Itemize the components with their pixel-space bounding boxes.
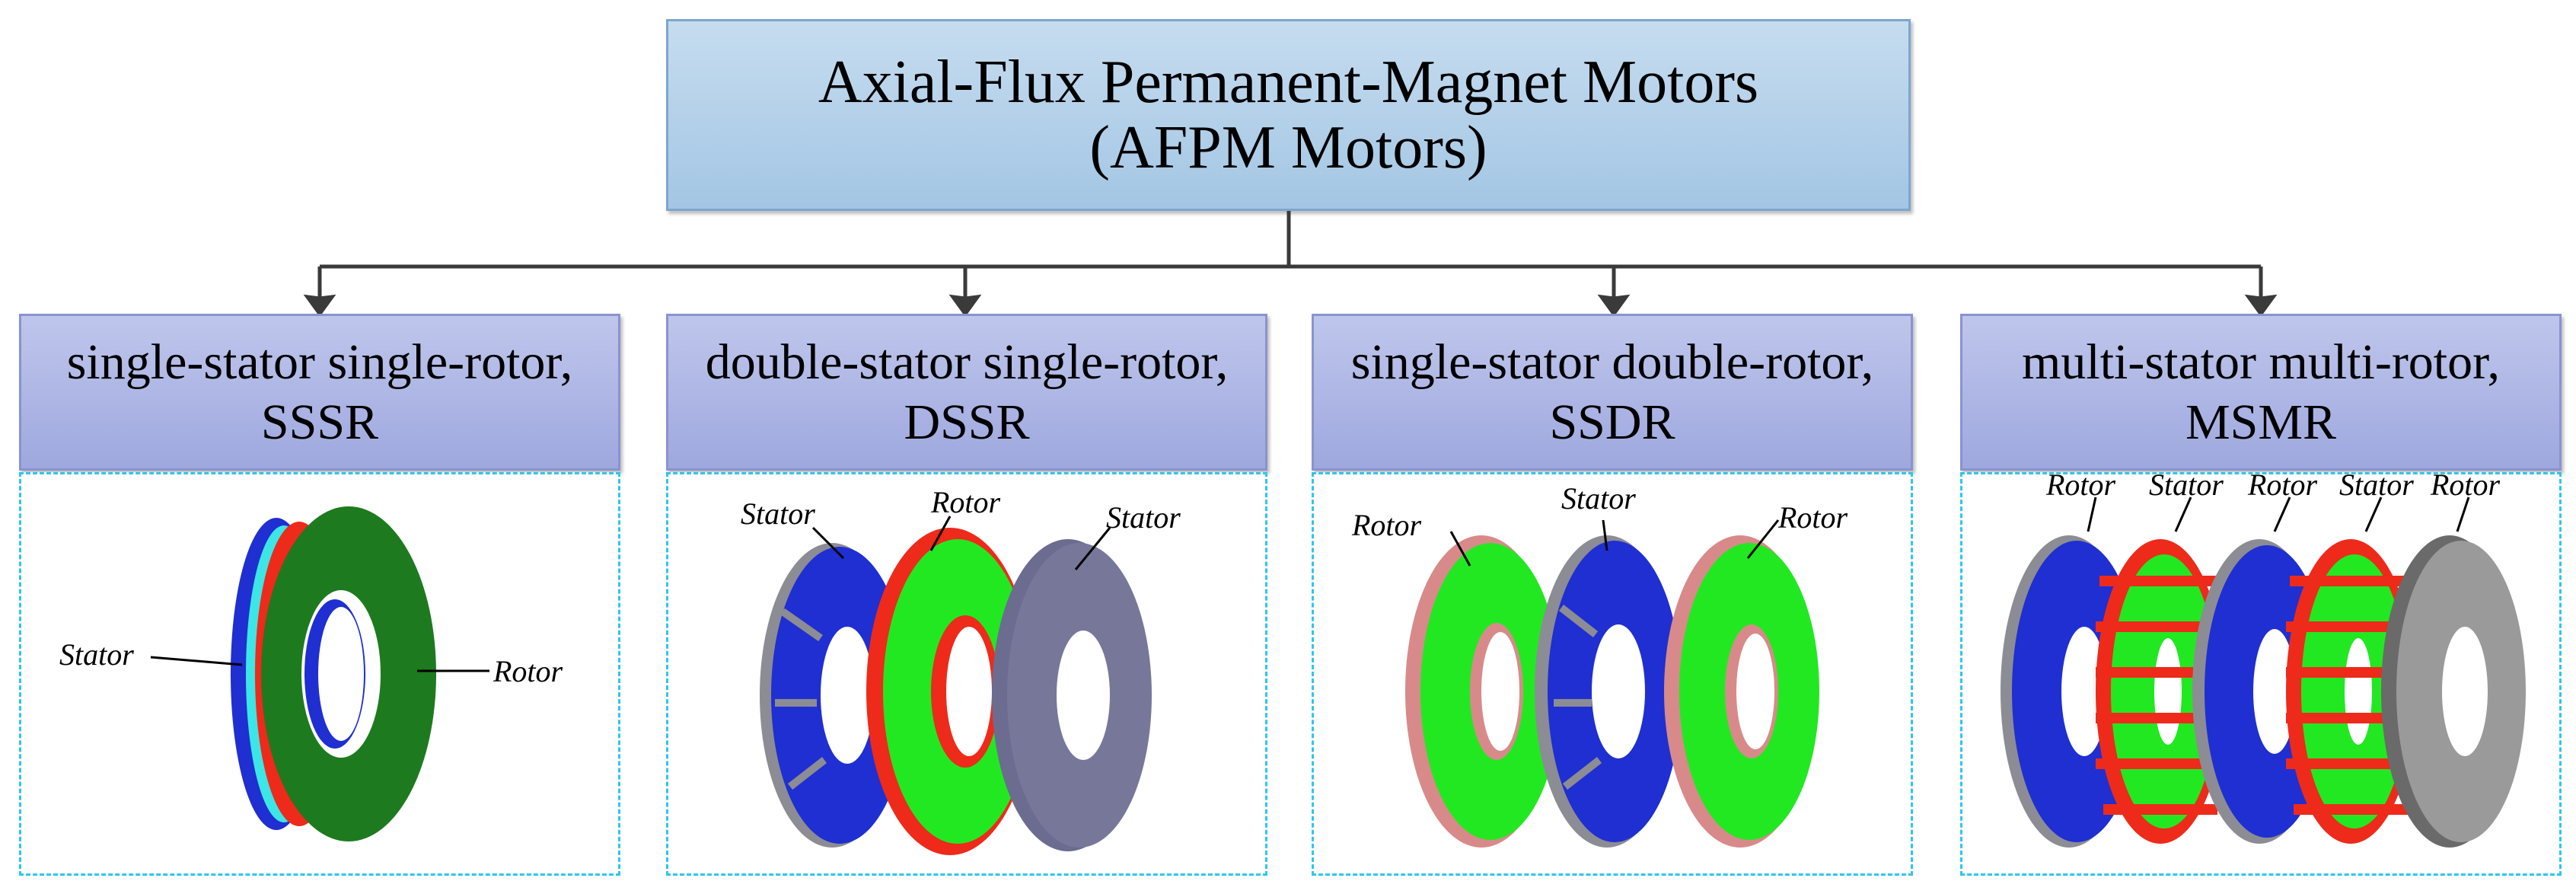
label-rotor-2: Rotor (2247, 474, 2318, 502)
panel-msmr: Rotor Stator Rotor Stator Rotor (1960, 472, 2562, 876)
category-ssdr: single-stator double-rotor, SSDR (1312, 314, 1913, 471)
root-title: Axial-Flux Permanent-Magnet Motors (818, 48, 1759, 116)
ssdr-illustration: Rotor Stator Rotor (1351, 481, 1848, 848)
panel-sssr: Stator Rotor (19, 472, 620, 876)
category-title: single-stator double-rotor, (1350, 334, 1874, 390)
category-title: double-stator single-rotor, (705, 334, 1229, 390)
category-sssr: single-stator single-rotor, SSSR (19, 314, 620, 471)
label-rotor-1: Rotor (2045, 474, 2116, 502)
label-stator-right: Stator (1106, 500, 1181, 535)
label-rotor-right: Rotor (1777, 500, 1848, 535)
msmr-illustration: Rotor Stator Rotor Stator Rotor (2001, 474, 2526, 848)
label-stator-left: Stator (741, 496, 815, 531)
label-stator: Stator (59, 637, 134, 672)
panel-dssr: Stator Rotor Stator (666, 472, 1267, 876)
dssr-illustration: Stator Rotor Stator (741, 485, 1181, 855)
root-node: Axial-Flux Permanent-Magnet Motors (AFPM… (666, 19, 1911, 211)
sssr-illustration: Stator Rotor (59, 506, 563, 841)
label-stator-1: Stator (2149, 474, 2224, 502)
label-stator: Stator (1561, 481, 1636, 516)
category-msmr: multi-stator multi-rotor, MSMR (1960, 314, 2562, 471)
arrow-ssdr (1597, 267, 1631, 318)
category-abbrev: SSSR (260, 394, 379, 450)
category-abbrev: DSSR (904, 394, 1030, 450)
category-title: single-stator single-rotor, (66, 334, 573, 390)
arrow-msmr (2244, 267, 2278, 318)
label-rotor: Rotor (930, 485, 1001, 519)
category-dssr: double-stator single-rotor, DSSR (666, 314, 1267, 471)
label-rotor-3: Rotor (2430, 474, 2501, 502)
label-rotor-left: Rotor (1351, 508, 1422, 542)
category-title: multi-stator multi-rotor, (2022, 334, 2500, 390)
panel-ssdr: Rotor Stator Rotor (1312, 472, 1913, 876)
label-stator-2: Stator (2339, 474, 2414, 502)
category-abbrev: MSMR (2185, 394, 2337, 450)
arrow-sssr (303, 267, 336, 318)
category-abbrev: SSDR (1549, 394, 1675, 450)
label-rotor: Rotor (493, 654, 563, 688)
arrow-dssr (948, 267, 982, 318)
root-subtitle: (AFPM Motors) (1089, 114, 1487, 181)
